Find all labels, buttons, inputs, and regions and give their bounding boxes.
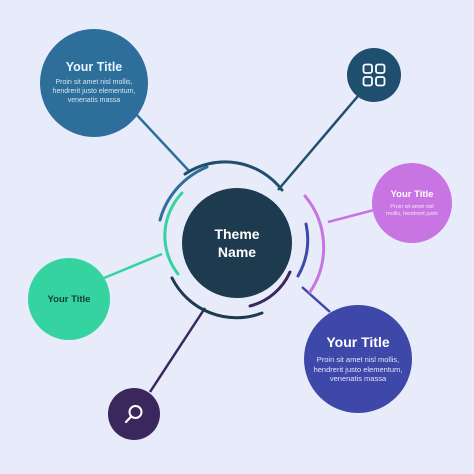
ring-arc-right (303, 194, 326, 294)
node-bottom-right: Your Title Proin sit amet nisl mollis, h… (304, 305, 412, 413)
connector-bottom-right (301, 286, 331, 313)
node-top-left: Your Title Proin sit amet nisl mollis, h… (40, 29, 148, 137)
node-right: Your Title Proin sit amet nisl mollis, h… (372, 163, 452, 243)
ring-arc-top-left (158, 165, 209, 222)
node-body: Proin sit amet nisl mollis, hendrerit ju… (52, 79, 136, 104)
node-title: Your Title (47, 293, 91, 305)
search-icon-node (108, 388, 160, 440)
node-title: Your Title (390, 188, 434, 200)
ring-arc-bottom-right (248, 270, 292, 308)
connector-bottom-left (148, 307, 207, 393)
ring-arc-top (183, 160, 284, 192)
connector-top-right (277, 95, 359, 191)
connector-left (103, 252, 163, 280)
center-title-line-1: Theme (214, 225, 260, 242)
search-icon (124, 405, 143, 424)
center-title-line-2: Name (217, 244, 257, 260)
node-body: Proin sit amet nisl mollis, hendrerit ju… (313, 355, 403, 384)
node-left: Your Title (28, 258, 110, 340)
center-theme-node: Theme Name (180, 186, 294, 300)
ring-arc-right-inner (296, 222, 310, 278)
ring-arc-bottom (170, 276, 264, 320)
connector-right (327, 208, 375, 224)
grid-icon (362, 63, 386, 87)
node-body: Proin sit amet nisl mollis, hendrerit ju… (386, 203, 438, 217)
node-title: Your Title (326, 334, 390, 351)
grid-icon-node (347, 48, 401, 102)
connector-top-left (134, 112, 191, 173)
node-title: Your Title (65, 60, 123, 75)
ring-arc-left (163, 191, 184, 276)
